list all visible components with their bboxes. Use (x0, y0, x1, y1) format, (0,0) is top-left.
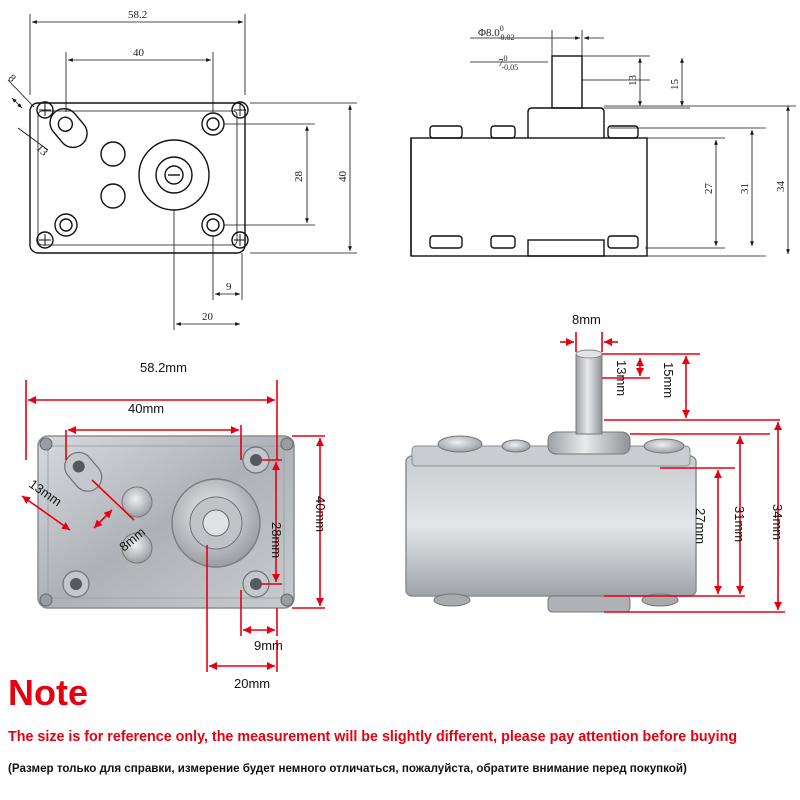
label-shaft-diameter: 8mm (572, 312, 601, 327)
dim-flat-length: 13 (627, 75, 639, 87)
dim-body-34: 34 (775, 181, 787, 193)
note-title: Note (8, 672, 88, 713)
side-technical-labels: Φ8.00-0.02 70-0.05 13 15 27 31 34 (478, 24, 787, 194)
dim-slot-width: 8 (6, 72, 19, 85)
side-photo (405, 332, 785, 613)
label-body-31: 31mm (732, 506, 747, 542)
label-body-27: 27mm (693, 508, 708, 544)
dim-slot-length: 13 (34, 142, 51, 159)
label-offset-small: 9mm (254, 638, 283, 653)
front-technical-drawing (7, 14, 357, 330)
side-technical-drawing (410, 30, 796, 257)
dim-body-31: 31 (739, 183, 751, 194)
label-flat-length: 13mm (614, 360, 629, 396)
slot-hole (49, 108, 88, 149)
note-russian: (Размер только для справки, измерение бу… (8, 762, 687, 775)
note-english: The size is for reference only, the meas… (8, 729, 738, 745)
dim-offset-large: 20 (202, 311, 214, 323)
dim-shaft-diameter: Φ8.00-0.02 (478, 24, 514, 42)
label-shaft-length: 15mm (661, 362, 676, 398)
label-hole-vertical: 28mm (269, 522, 284, 558)
dim-overall-width: 58.2 (128, 9, 147, 21)
dim-hole-spacing: 40 (133, 47, 145, 59)
label-offset-large: 20mm (234, 676, 270, 691)
front-photo-dimensions (21, 380, 325, 672)
flange (547, 431, 631, 455)
dim-shaft-length: 15 (669, 79, 681, 91)
screw-icon (39, 437, 53, 451)
output-shaft (575, 353, 603, 435)
label-height: 40mm (313, 496, 328, 532)
screw-icon (280, 593, 294, 607)
screw-icon (39, 593, 53, 607)
side-photo-labels: 8mm 13mm 15mm 27mm 31mm 34mm (572, 312, 785, 544)
side-photo-dimensions (560, 332, 785, 613)
label-hole-spacing: 40mm (128, 401, 164, 416)
dim-height: 40 (337, 171, 349, 183)
output-shaft (202, 509, 230, 537)
gearbox-outline (29, 102, 246, 254)
gearbox-side-body (405, 455, 697, 597)
label-body-34: 34mm (770, 504, 785, 540)
dim-body-27: 27 (703, 183, 715, 195)
dim-shaft-flat: 70-0.05 (498, 54, 518, 72)
front-photo (21, 380, 325, 672)
gearbox-side-outline (410, 137, 648, 257)
screw-icon (280, 437, 294, 451)
label-overall-width: 58.2mm (140, 360, 187, 375)
dim-offset-small: 9 (226, 281, 232, 293)
dim-hole-vertical: 28 (293, 171, 305, 183)
